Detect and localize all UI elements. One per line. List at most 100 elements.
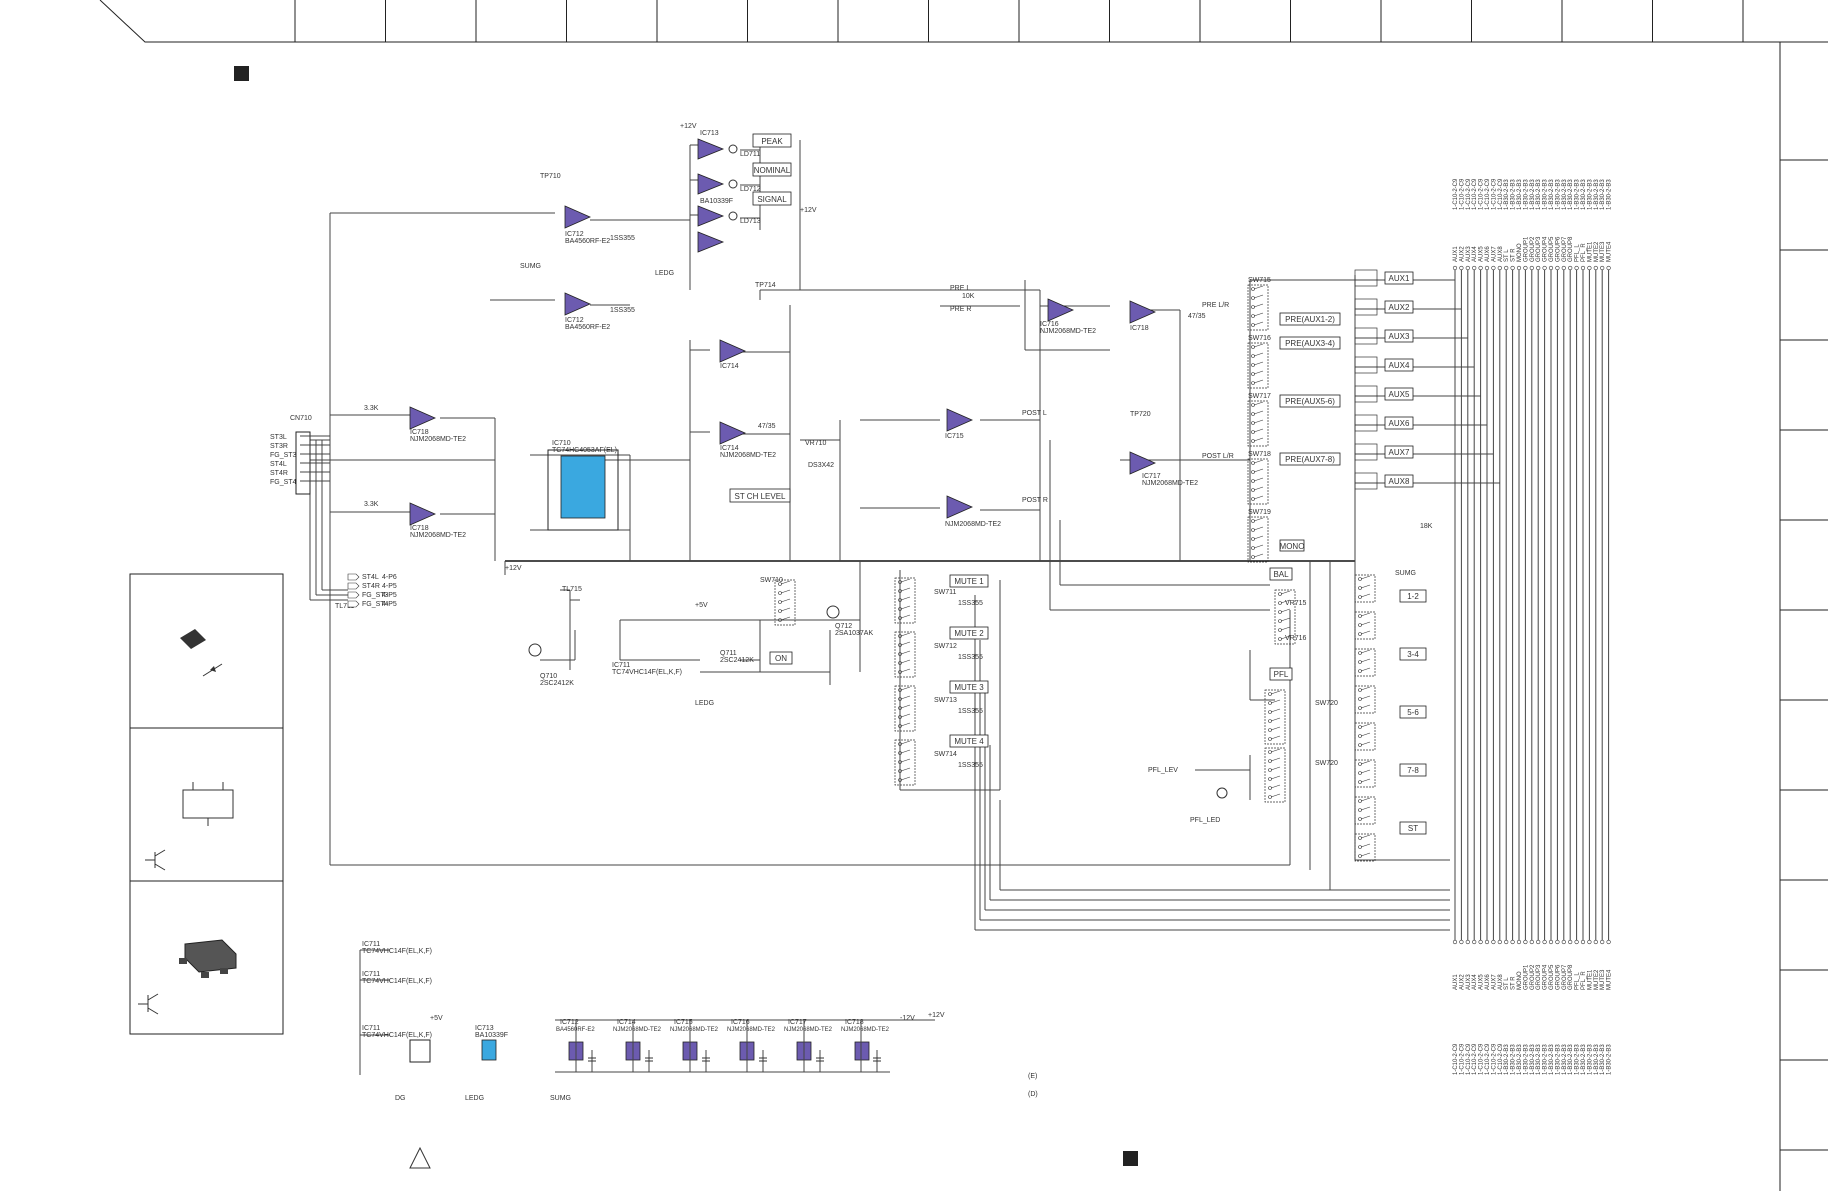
svg-text:VR715: VR715 bbox=[1285, 600, 1307, 607]
aux-volume bbox=[1354, 414, 1378, 432]
bus-bottom-label: PFL_R bbox=[1581, 971, 1587, 990]
box-mute-3: MUTE 3 bbox=[949, 680, 989, 694]
st4-output-dest: 4-P5 bbox=[382, 592, 397, 599]
opamp-ic713b bbox=[697, 173, 725, 195]
bus-top-dest: 1-B30-2-B3 bbox=[1607, 179, 1613, 210]
svg-text:2SA1037AK: 2SA1037AK bbox=[835, 630, 873, 637]
svg-text:1SS355: 1SS355 bbox=[958, 762, 983, 769]
svg-text:1SS355: 1SS355 bbox=[610, 307, 635, 314]
bus-top-label: AUX2 bbox=[1459, 246, 1465, 262]
bus-bottom-label: AUX8 bbox=[1498, 974, 1504, 990]
svg-text:TC74HC4053AF(EL): TC74HC4053AF(EL) bbox=[552, 447, 617, 454]
svg-text:IC713: IC713 bbox=[700, 130, 719, 137]
bus-bottom-dest: 1-C10-2-C9 bbox=[1459, 1043, 1465, 1075]
bus-bottom-label: AUX1 bbox=[1453, 974, 1459, 990]
svg-text:SW713: SW713 bbox=[934, 697, 957, 704]
svg-text:PEAK: PEAK bbox=[761, 137, 783, 146]
svg-text:SW710: SW710 bbox=[760, 577, 783, 584]
bus-top-label: PFL_R bbox=[1581, 243, 1587, 262]
box-bal: BAL bbox=[1269, 567, 1293, 581]
opamps bbox=[409, 138, 1156, 526]
svg-text:POST L/R: POST L/R bbox=[1202, 453, 1234, 460]
svg-text:IC710: IC710 bbox=[552, 440, 571, 447]
bottom-ic-name: IC714 bbox=[617, 1019, 636, 1026]
svg-text:PRE(AUX3-4): PRE(AUX3-4) bbox=[1285, 339, 1335, 348]
bus-top-labels: AUX11-C10-2-C9AUX21-C10-2-C9AUX31-C10-2-… bbox=[1453, 178, 1613, 262]
svg-text:PRE(AUX5-6): PRE(AUX5-6) bbox=[1285, 397, 1335, 406]
bus-top-dest: 1-B30-2-B3 bbox=[1594, 179, 1600, 210]
aux-volume bbox=[1354, 472, 1378, 490]
bus-bottom-label: MUTE1 bbox=[1587, 969, 1593, 990]
box-mute-1: MUTE 1 bbox=[949, 574, 989, 588]
svg-text:SIGNAL: SIGNAL bbox=[757, 195, 787, 204]
svg-text:MUTE 1: MUTE 1 bbox=[954, 577, 984, 586]
svg-text:1SS355: 1SS355 bbox=[958, 600, 983, 607]
aux-box bbox=[1384, 358, 1414, 372]
svg-text:2SC2412K: 2SC2412K bbox=[720, 657, 754, 664]
bus-top-dest: 1-B30-2-B3 bbox=[1517, 179, 1523, 210]
svg-text:BA4560RF-E2: BA4560RF-E2 bbox=[565, 238, 610, 245]
opamp-ic712a bbox=[564, 205, 591, 229]
box-mute-2: MUTE 2 bbox=[949, 626, 989, 640]
box-nominal: NOMINAL bbox=[752, 162, 792, 177]
svg-text:NJM2068MD-TE2: NJM2068MD-TE2 bbox=[410, 436, 466, 443]
bottom-ic-name: IC712 bbox=[560, 1019, 579, 1026]
svg-text:1SS355: 1SS355 bbox=[958, 708, 983, 715]
bus-bottom-dest: 1-B30-2-B3 bbox=[1536, 1044, 1542, 1075]
svg-text:BA10339F: BA10339F bbox=[700, 198, 733, 205]
aux-box-label: AUX8 bbox=[1389, 477, 1410, 486]
bus-bottom-label: GROUP4 bbox=[1543, 964, 1549, 990]
bus-top-label: GROUP7 bbox=[1562, 236, 1568, 262]
bottom-ics bbox=[409, 1039, 870, 1063]
bus-top-dest: 1-C10-2-C9 bbox=[1453, 178, 1459, 210]
bus-top-label: MUTE4 bbox=[1607, 241, 1613, 262]
aux-volume bbox=[1354, 298, 1378, 316]
svg-text:IC711: IC711 bbox=[612, 662, 630, 669]
svg-text:ON: ON bbox=[775, 654, 787, 663]
bus-top-dest: 1-C10-2-C9 bbox=[1479, 178, 1485, 210]
bus-bottom-dest: 1-B30-2-B3 bbox=[1504, 1044, 1510, 1075]
bus-top-label: GROUP4 bbox=[1543, 236, 1549, 262]
svg-text:SW717: SW717 bbox=[1248, 393, 1271, 400]
svg-text:SUMG: SUMG bbox=[520, 263, 541, 270]
svg-text:TP714: TP714 bbox=[755, 282, 776, 289]
bus-bottom-dest: 1-C10-2-C9 bbox=[1485, 1043, 1491, 1075]
bottom-ic-labels: IC712BA4560RF-E2IC714NJM2068MD-TE2IC715N… bbox=[556, 1019, 890, 1072]
bus-bottom-dest: 1-C10-2-C9 bbox=[1453, 1043, 1459, 1075]
bus-top-label: AUX7 bbox=[1491, 246, 1497, 262]
bus-bottom-label: AUX6 bbox=[1485, 974, 1491, 990]
aux-box-label: AUX4 bbox=[1389, 361, 1410, 370]
ic710-chip bbox=[560, 455, 606, 519]
group-box bbox=[1399, 647, 1427, 661]
bus-bottom-dest: 1-C10-2-C9 bbox=[1498, 1043, 1504, 1075]
svg-text:BA10339F: BA10339F bbox=[475, 1032, 508, 1039]
zone-frame bbox=[99, 0, 1828, 1191]
svg-text:Q711: Q711 bbox=[720, 650, 737, 657]
bottom-ic-name: IC718 bbox=[845, 1019, 864, 1026]
svg-text:TC74VHC14F(EL,K,F): TC74VHC14F(EL,K,F) bbox=[362, 948, 432, 955]
bus-bottom-dest: 1-B30-2-B3 bbox=[1581, 1044, 1587, 1075]
svg-text:VR716: VR716 bbox=[1285, 635, 1307, 642]
st4-output-label: FG_ST3 bbox=[362, 592, 389, 599]
bus-top-label: PFL_L bbox=[1575, 244, 1581, 262]
aux-box-label: AUX7 bbox=[1389, 448, 1410, 457]
bus-top-label: AUX4 bbox=[1472, 246, 1478, 262]
bus-top-label: MUTE2 bbox=[1594, 241, 1600, 262]
aux-volume bbox=[1354, 385, 1378, 403]
connector-pin-label: ST4L bbox=[270, 461, 287, 468]
st4-output-dest: 4-P6 bbox=[382, 574, 397, 581]
bus-lines bbox=[1355, 265, 1611, 945]
opamp-ic713d bbox=[697, 231, 725, 253]
bus-top-label: AUX1 bbox=[1453, 246, 1459, 262]
bus-bottom-dest: 1-B30-2-B3 bbox=[1549, 1044, 1555, 1075]
svg-text:SW720: SW720 bbox=[1315, 760, 1338, 767]
bus-bottom-labels: AUX11-C10-2-C9AUX21-C10-2-C9AUX31-C10-2-… bbox=[1453, 964, 1613, 1075]
group-box bbox=[1399, 763, 1427, 777]
bus-top-dest: 1-B30-2-B3 bbox=[1587, 179, 1593, 210]
group-box-label: 7-8 bbox=[1407, 766, 1419, 775]
bus-bottom-label: AUX4 bbox=[1472, 974, 1478, 990]
svg-text:MUTE 3: MUTE 3 bbox=[954, 683, 984, 692]
bus-bottom-dest: 1-B30-2-B3 bbox=[1523, 1044, 1529, 1075]
box-peak: PEAK bbox=[752, 133, 792, 148]
